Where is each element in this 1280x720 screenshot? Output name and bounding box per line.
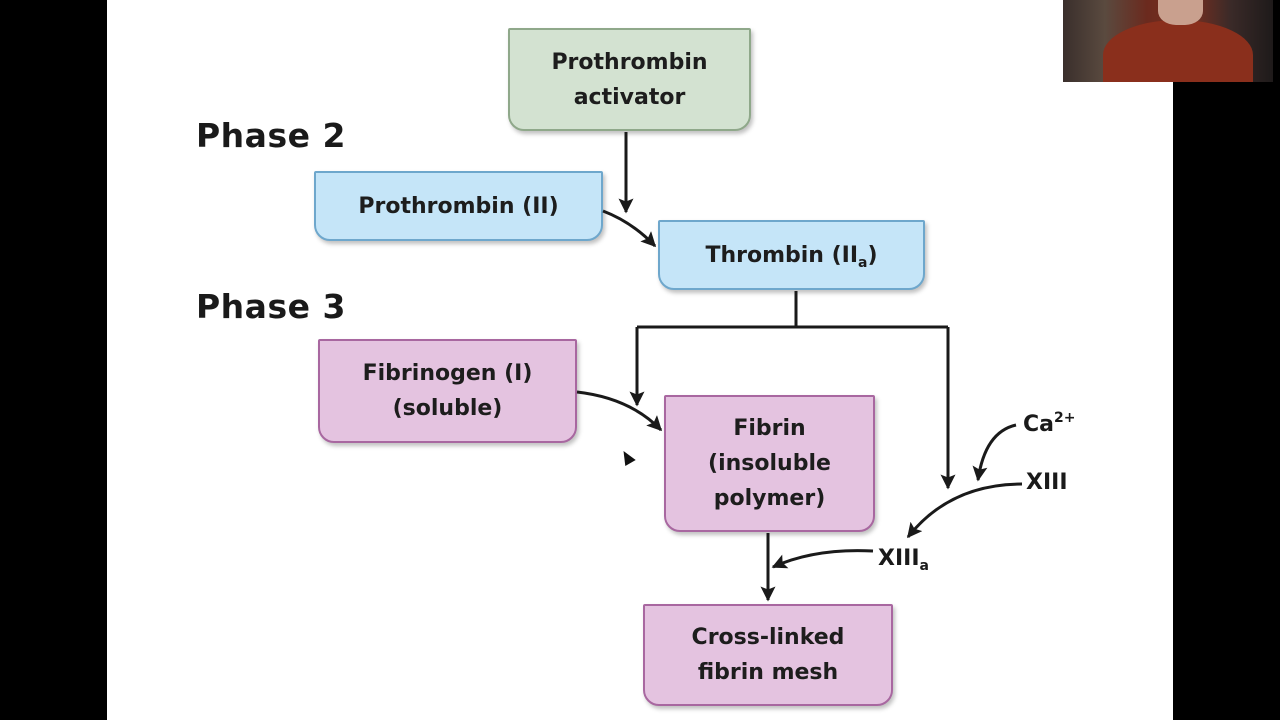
node-text-line: fibrin mesh (697, 660, 839, 685)
node-prothrombin-activator: Prothrombin activator (508, 28, 751, 131)
node-text-line: Prothrombin (551, 49, 708, 75)
node-text-line: (insoluble (708, 451, 831, 476)
calcium-text: Ca (1023, 412, 1054, 437)
node-text-line: Cross-linked (691, 625, 845, 650)
thrombin-subscript: a (858, 254, 868, 271)
node-text-line: Thrombin (IIa) (705, 238, 877, 273)
thrombin-close: ) (867, 242, 878, 268)
node-text-line: Prothrombin (II) (358, 193, 559, 219)
node-prothrombin: Prothrombin (II) (314, 171, 603, 241)
node-text-line: (soluble) (392, 396, 503, 421)
node-fibrin: Fibrin (insoluble polymer) (664, 395, 875, 532)
factor-xiiia-subscript: a (919, 558, 929, 574)
node-thrombin: Thrombin (IIa) (658, 220, 925, 290)
node-text-line: polymer) (713, 486, 826, 511)
node-text-line: Fibrin (733, 416, 806, 441)
phase-2-label: Phase 2 (196, 116, 346, 155)
node-text-line: Fibrinogen (I) (362, 361, 533, 386)
label-factor-xiiia: XIIIa (878, 546, 929, 574)
webcam-video (1063, 0, 1273, 82)
webcam-face (1158, 0, 1203, 25)
calcium-superscript: 2+ (1054, 410, 1076, 426)
node-fibrinogen: Fibrinogen (I) (soluble) (318, 339, 577, 443)
node-text-line: activator (573, 84, 686, 110)
thrombin-text: Thrombin (II (705, 242, 859, 268)
label-factor-xiii: XIII (1026, 470, 1068, 495)
phase-3-label: Phase 3 (196, 287, 346, 326)
factor-xiiia-text: XIII (878, 546, 920, 571)
label-calcium: Ca2+ (1023, 410, 1075, 437)
webcam-person (1103, 20, 1253, 82)
node-crosslinked-fibrin-mesh: Cross-linked fibrin mesh (643, 604, 893, 706)
